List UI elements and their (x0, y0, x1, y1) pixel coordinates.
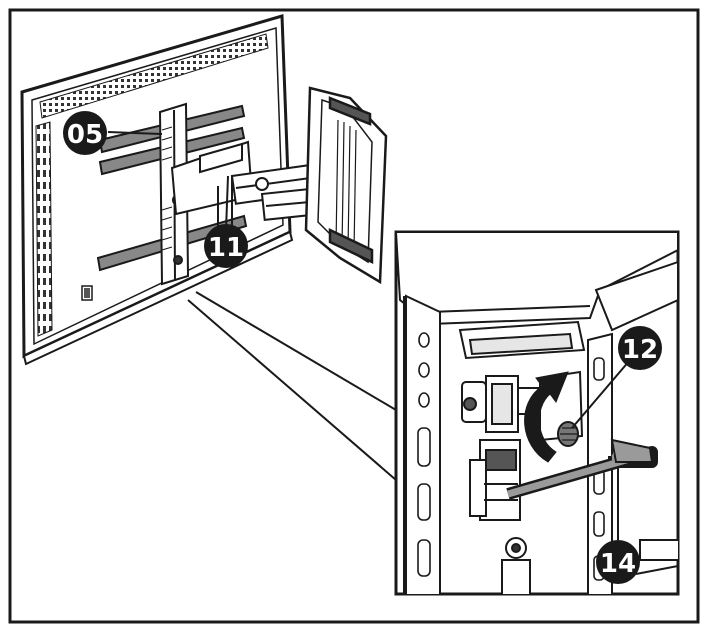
callout-11: 11 (204, 175, 248, 268)
top-vent-grille (39, 33, 269, 119)
hex-key (506, 438, 658, 500)
tv-port (84, 288, 90, 298)
side-vent-grille (35, 121, 53, 337)
callout-05-label: 05 (67, 120, 103, 150)
callout-14: 14 (596, 466, 640, 584)
rotation-arrow (524, 371, 569, 463)
zoom-leader-lines (187, 291, 397, 481)
callout-12: 12 (571, 326, 662, 429)
callout-12-label: 12 (622, 335, 658, 365)
wall-plate (304, 86, 388, 285)
detail-inset (394, 230, 680, 596)
callout-05: 05 (63, 111, 163, 155)
callout-11-label: 11 (208, 233, 244, 263)
callout-14-label: 14 (600, 549, 636, 579)
